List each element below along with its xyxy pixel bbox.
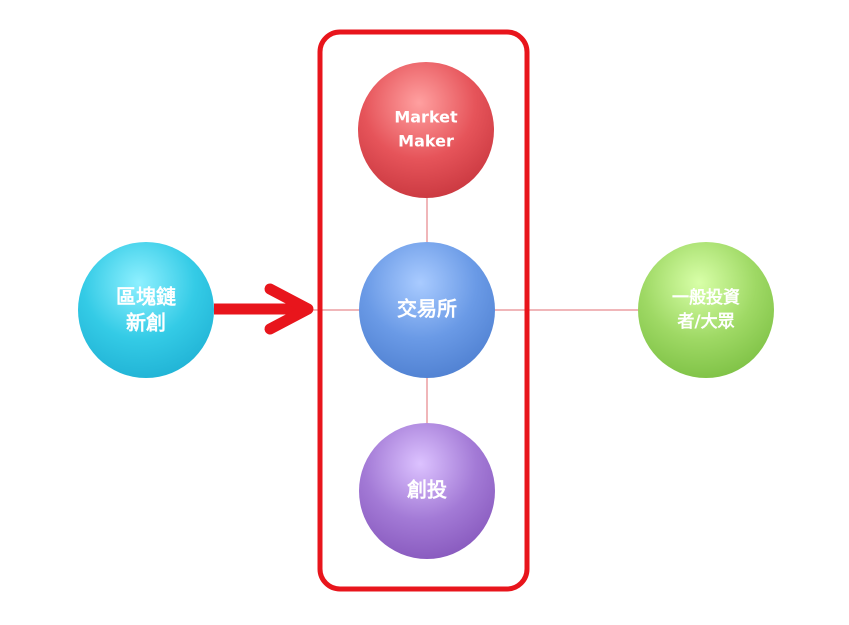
node-exchange-circle — [359, 242, 495, 378]
node-general-investors-label-line2: 者/大眾 — [676, 311, 734, 332]
node-blockchain-startup-circle — [78, 242, 214, 378]
node-exchange-label: 交易所 — [397, 297, 457, 321]
node-blockchain-startup-label-line1: 區塊鏈 — [116, 285, 176, 309]
node-venture-capital-label: 創投 — [406, 478, 447, 502]
node-general-investors: 一般投資 者/大眾 — [638, 242, 774, 378]
node-market-maker-circle — [358, 62, 494, 198]
node-general-investors-label-line1: 一般投資 — [672, 287, 740, 308]
node-blockchain-startup-label-line2: 新創 — [126, 311, 166, 335]
node-exchange: 交易所 — [359, 242, 495, 378]
node-general-investors-circle — [638, 242, 774, 378]
node-market-maker: Market Maker — [358, 62, 494, 198]
node-market-maker-label-line2: Maker — [398, 132, 454, 151]
node-venture-capital-circle — [359, 423, 495, 559]
arrow-right-icon — [214, 283, 314, 335]
node-venture-capital: 創投 — [359, 423, 495, 559]
highlight-frame — [317, 29, 530, 592]
node-market-maker-label-line1: Market — [394, 108, 458, 127]
node-blockchain-startup: 區塊鏈 新創 — [78, 242, 214, 378]
